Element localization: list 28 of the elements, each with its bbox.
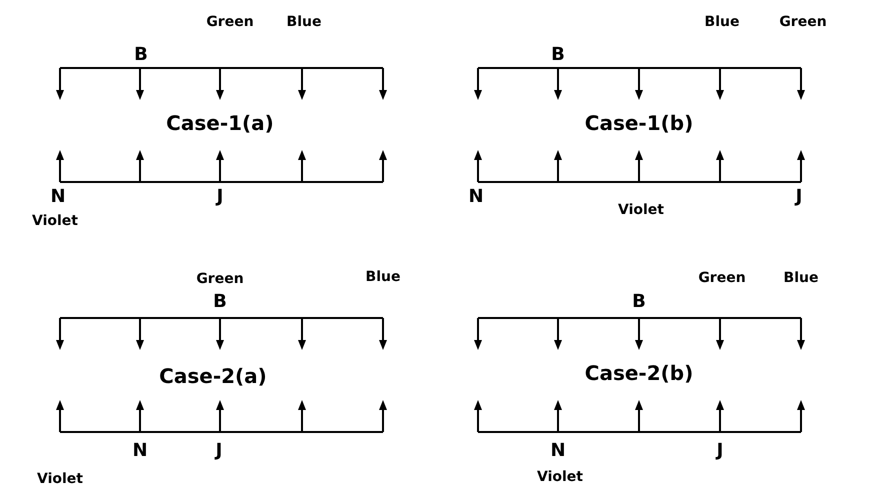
person-label: J (716, 442, 724, 460)
attribute-label: Violet (32, 214, 78, 228)
attribute-label: Violet (37, 472, 83, 486)
attribute-label: Blue (704, 15, 740, 29)
attribute-label: Violet (537, 470, 583, 484)
person-label: J (796, 188, 802, 206)
attribute-label: Green (698, 271, 746, 285)
person-label: N (50, 188, 66, 206)
attribute-label: Blue (784, 271, 818, 285)
person-label: N (550, 442, 566, 460)
attribute-label: Green (779, 15, 827, 29)
attribute-label: Green (206, 15, 254, 29)
case-title: Case-2(a) (159, 366, 267, 386)
case-title: Case-1(a) (166, 113, 274, 133)
case-title: Case-2(b) (584, 363, 694, 383)
person-label: J (216, 188, 224, 206)
attribute-label: Violet (618, 203, 664, 217)
case-title: Case-1(b) (584, 113, 694, 133)
attribute-label: Blue (366, 270, 400, 284)
person-label: N (132, 442, 148, 460)
attribute-label: Green (196, 272, 244, 286)
person-label: N (468, 188, 484, 206)
person-label: B (213, 293, 227, 311)
person-label: J (216, 442, 222, 460)
person-label: B (632, 293, 646, 311)
attribute-label: Blue (286, 15, 322, 29)
person-label: B (134, 46, 148, 64)
person-label: B (551, 46, 565, 64)
